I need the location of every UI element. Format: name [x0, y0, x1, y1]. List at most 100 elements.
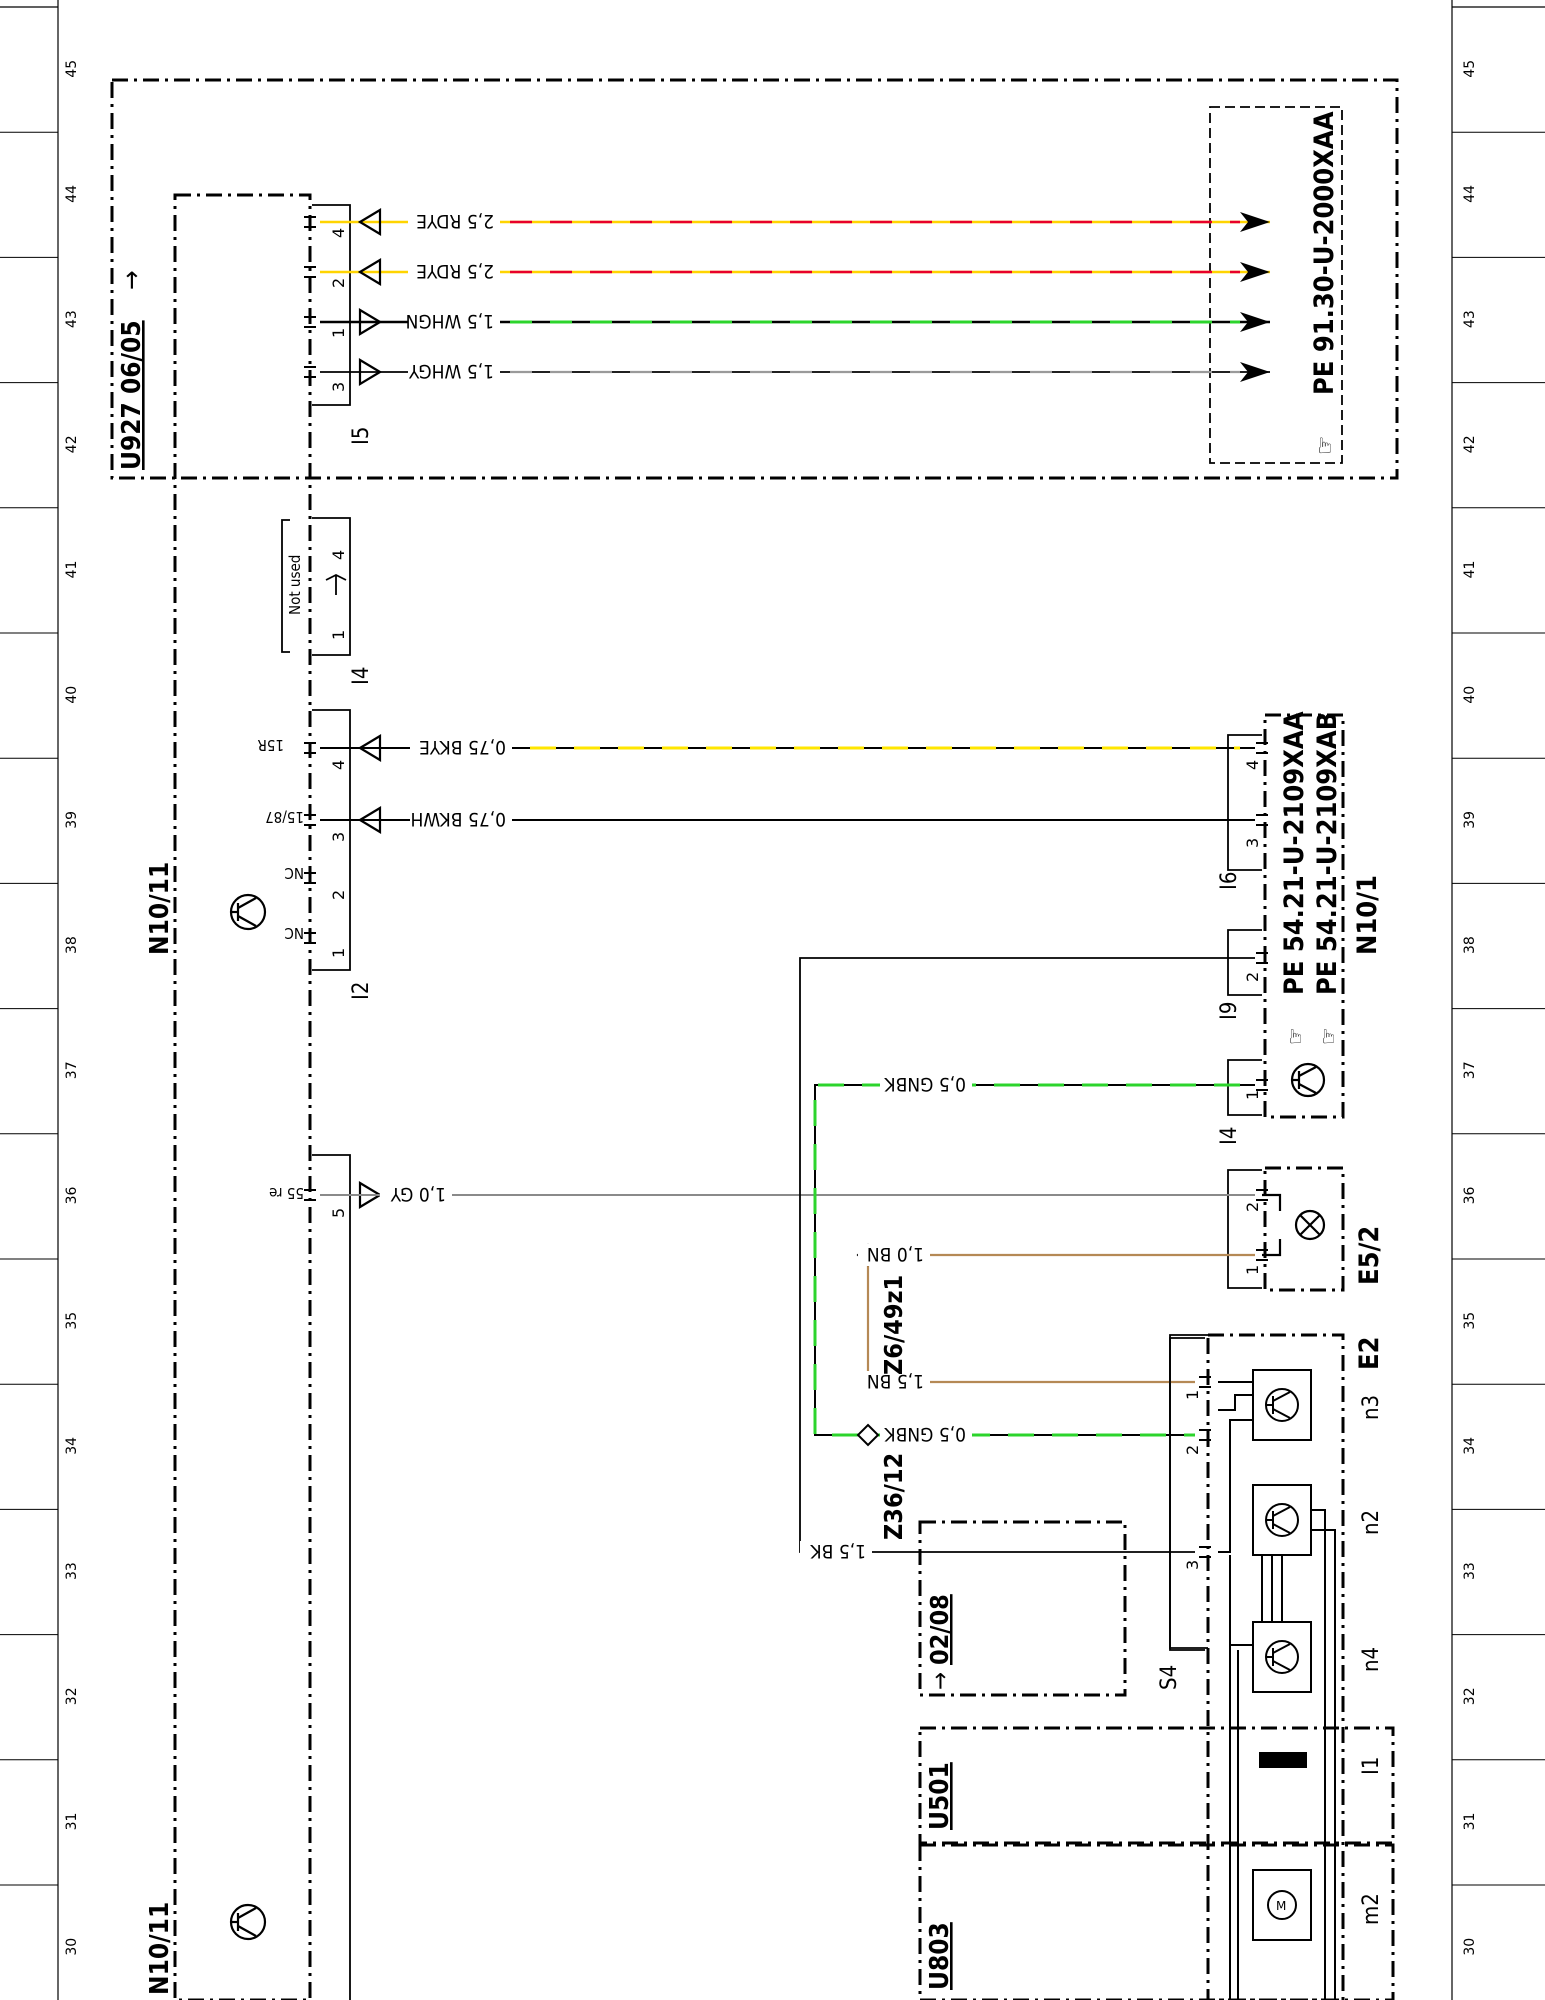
signal-nc-1: NC [284, 924, 304, 942]
pin-stub [1199, 1546, 1211, 1558]
connector-i6-body [1227, 734, 1262, 871]
ruler-number-left: 33 [64, 1562, 80, 1580]
ruler-number-left: 45 [64, 60, 80, 78]
pin-stub [1199, 1429, 1211, 1441]
e5-2-box [1263, 1166, 1345, 1292]
pin-number: 5 [329, 1208, 348, 1218]
wire-label-bg [408, 211, 500, 233]
pin-stub [1256, 1189, 1268, 1201]
e2-box [1206, 1333, 1345, 2000]
wire-label: 0,5 GNBK [884, 1423, 966, 1445]
wire-label: 2,5 RDYE [416, 210, 494, 232]
ruler-number-right: 41 [1462, 561, 1478, 579]
ruler-number-right: 32 [1462, 1687, 1478, 1705]
pin-number: 4 [329, 550, 348, 560]
ruler-number-left: 32 [64, 1687, 80, 1705]
ruler-number-left: 30 [64, 1938, 80, 1956]
n4-label: n4 [1359, 1647, 1384, 1672]
pin-stub [304, 932, 316, 944]
pin-number: 1 [329, 328, 348, 338]
n10-1-icon [1290, 1062, 1326, 1098]
connector-i4-body [312, 517, 351, 656]
pin-number: 1 [329, 948, 348, 958]
ruler-number-right: 37 [1462, 1061, 1478, 1079]
ref-0208-label: 02/08 [925, 1594, 954, 1665]
connector-i9-label: I9 [1217, 1002, 1242, 1020]
pin-number: 3 [329, 382, 348, 392]
z36-12-label: Z36/12 [879, 1453, 908, 1540]
wire-lines [320, 220, 1270, 374]
pin-number: 2 [329, 278, 348, 288]
connector-i2-label: I2 [349, 982, 374, 1000]
connector-i6-label: I6 [1217, 872, 1242, 890]
not-used-bracket [281, 519, 347, 653]
wire-label: 0,75 BKYE [419, 736, 506, 758]
n4-box [1252, 1621, 1312, 1693]
ruler-number-left: 44 [64, 185, 80, 203]
ref-0208-arrow: → [926, 1672, 954, 1690]
pin-stub [1256, 742, 1268, 754]
ruler-number-left: 42 [64, 435, 80, 453]
i1-label: I1 [1359, 1757, 1384, 1775]
module-boxes [110, 78, 1399, 2000]
connector-i2-body [312, 709, 351, 971]
connector-i4b-label: I4 [1217, 1127, 1242, 1145]
n10-1-label: N10/1 [1352, 875, 1383, 955]
u803-label: U803 [925, 1922, 955, 1990]
u803-box [918, 1843, 1395, 2000]
m2-box [1252, 1869, 1312, 1941]
ruler-number-right: 42 [1462, 435, 1478, 453]
wire-label-bg [858, 1371, 930, 1393]
connector-s4-label: S4 [1157, 1665, 1182, 1690]
pin-number: 1 [329, 630, 348, 640]
wire-label-bg [380, 1184, 452, 1206]
signal-15-87: 15/87 [265, 808, 304, 826]
wire-label: 1,5 BN [867, 1370, 924, 1392]
ruler-number-right: 30 [1462, 1938, 1478, 1956]
connector-e5-2-body [1227, 1169, 1262, 1289]
pe-9130-box [1209, 106, 1343, 464]
wire-label: 0,5 GNBK [884, 1073, 966, 1095]
connector-bodies [312, 204, 1262, 2000]
connector-i2-5-body [312, 1154, 351, 2000]
u501-box [918, 1726, 1395, 1845]
signal-15r: 15R [257, 736, 284, 754]
wire-label: 1,5 WHGY [408, 360, 494, 382]
n2-label: n2 [1359, 1510, 1384, 1535]
z6-49z1-label: Z6/49z1 [879, 1275, 908, 1375]
e5-2-label: E5/2 [1354, 1226, 1385, 1285]
wire-label: 1,0 GY [390, 1183, 446, 1205]
n10-11-bottom-label: N10/11 [145, 1902, 175, 1995]
pe-icon: ☞ [1311, 436, 1339, 455]
not-used-label: Not used [286, 555, 304, 615]
inductor-icon [1259, 1752, 1307, 1768]
pin-stub [304, 1189, 316, 1201]
n3-box [1252, 1369, 1312, 1441]
ruler-number-right: 38 [1462, 936, 1478, 954]
signal-nc-2: NC [284, 864, 304, 882]
pe-icon-aa: ☞ [1284, 1027, 1309, 1045]
ruler-ticks [0, 131, 1545, 1886]
ref-0208-box [918, 1520, 1127, 1697]
pin-number: 2 [1183, 1445, 1202, 1455]
pin-stub [304, 266, 316, 278]
e5-2-lamp-icon [1262, 1193, 1326, 1257]
connector-i4b-body [1227, 1059, 1262, 1116]
pin-number: 4 [329, 228, 348, 238]
m2-label: m2 [1359, 1893, 1384, 1925]
e2-components: M [1218, 1369, 1336, 2000]
u927-arrow: → [117, 270, 147, 290]
pin-stub [1199, 1376, 1211, 1388]
ruler-number-left: 36 [64, 1186, 80, 1204]
connector-i5-body [312, 204, 351, 406]
ruler-number-left: 41 [64, 561, 80, 579]
pin-stub [304, 366, 316, 378]
pin-number: 4 [329, 760, 348, 770]
n10-11-top-icon [229, 893, 267, 931]
transistor-symbols [229, 893, 1326, 1941]
ruler-number-right: 45 [1462, 60, 1478, 78]
